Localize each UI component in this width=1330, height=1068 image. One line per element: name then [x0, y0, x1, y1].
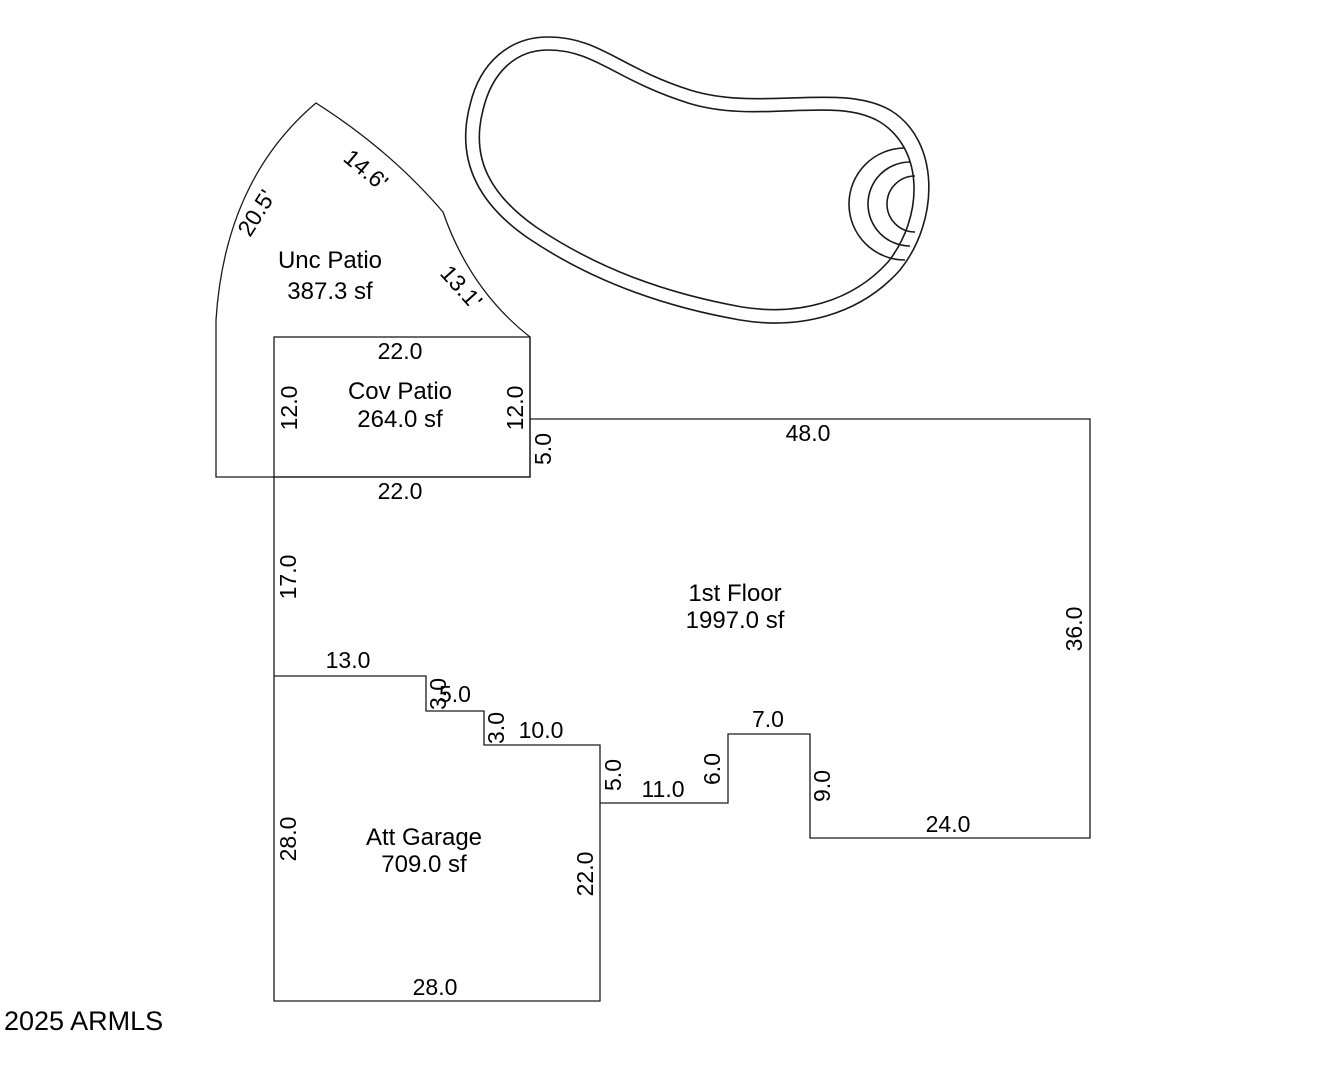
dim-floor-top: 48.0 [786, 420, 831, 446]
pool-step-outer [848, 147, 906, 261]
pool [464, 36, 930, 324]
dim-step-7: 7.0 [752, 706, 784, 732]
pool-outer-outline [464, 36, 930, 324]
cov-patio-name: Cov Patio [348, 378, 452, 405]
dim-step-3b: 3.0 [483, 712, 509, 744]
pool-inner-outline [478, 49, 915, 311]
dim-step-3a: 3.0 [425, 678, 451, 710]
pool-step-inner [886, 175, 916, 233]
dim-unc-right-arc: 13.1' [435, 260, 487, 314]
unc-patio-size: 387.3 sf [287, 278, 373, 305]
dim-garage-bottom: 28.0 [413, 974, 458, 1000]
first-floor-outline [273, 418, 1091, 1002]
att-garage-name: Att Garage [366, 824, 482, 851]
first-floor-name: 1st Floor [688, 580, 781, 607]
dim-cov-right: 12.0 [502, 386, 528, 431]
dim-step-11: 11.0 [641, 776, 684, 802]
dim-step-13: 13.0 [326, 647, 371, 673]
dim-floor-step-5: 5.0 [530, 433, 556, 465]
dim-step-5: 5.0 [439, 681, 471, 707]
dim-step-5b: 5.0 [600, 759, 626, 791]
dim-cov-top: 22.0 [378, 338, 423, 364]
dim-garage-right: 22.0 [572, 852, 598, 897]
first-floor-size: 1997.0 sf [686, 607, 785, 634]
dim-step-24: 24.0 [926, 811, 971, 837]
dim-step-9: 9.0 [809, 770, 835, 802]
cov-patio-outline [273, 336, 531, 478]
dim-step-10: 10.0 [519, 717, 564, 743]
att-garage-size: 709.0 sf [381, 851, 467, 878]
unc-patio-outline [215, 102, 531, 478]
cov-patio-size: 264.0 sf [357, 406, 443, 433]
dim-cov-left: 12.0 [276, 386, 302, 431]
dim-cov-bottom: 22.0 [378, 478, 423, 504]
dim-unc-top-arc: 14.6' [339, 144, 393, 196]
garage-divider-outline [274, 675, 601, 803]
dim-floor-left: 17.0 [275, 555, 301, 600]
copyright-text: 2025 ARMLS [4, 1006, 163, 1036]
dim-step-6: 6.0 [699, 753, 725, 785]
dim-garage-left: 28.0 [275, 817, 301, 862]
dim-floor-right: 36.0 [1061, 607, 1087, 652]
dim-unc-left-arc: 20.5' [232, 185, 280, 240]
unc-patio-name: Unc Patio [278, 247, 382, 274]
pool-step-middle [867, 161, 911, 247]
